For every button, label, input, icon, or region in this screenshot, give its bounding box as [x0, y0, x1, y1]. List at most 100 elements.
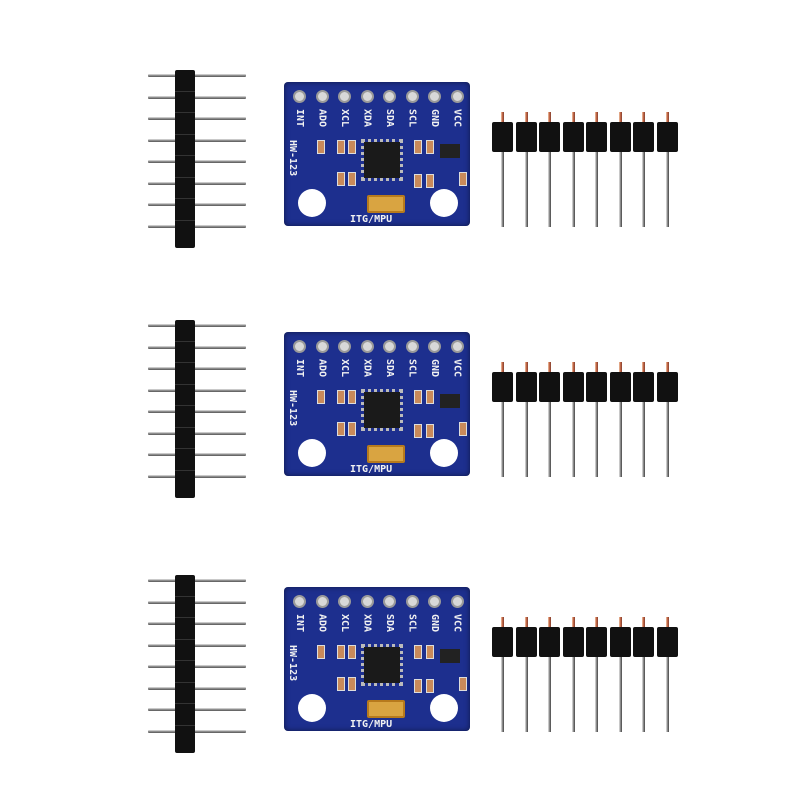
pin-label: ADO: [316, 359, 328, 378]
header-pin: [148, 224, 246, 228]
smd-component: [348, 645, 356, 659]
pin-tip: [501, 112, 504, 124]
mounting-hole: [430, 439, 458, 467]
smd-component: [348, 422, 356, 436]
smd-component: [414, 174, 422, 188]
right-angle-pin-header: [492, 617, 682, 732]
pin-tip: [642, 617, 645, 629]
housing-segment: [175, 155, 195, 156]
pin-label: VCC: [451, 109, 463, 128]
model-label: HW-123: [287, 390, 298, 427]
tantalum-capacitor: [367, 700, 405, 718]
pin-tip: [548, 112, 551, 124]
header-pin: [148, 665, 246, 668]
voltage-regulator: [440, 649, 460, 663]
header-pin: [148, 622, 246, 625]
pin-label: SCL: [406, 359, 418, 378]
housing-segment: [175, 617, 195, 618]
smd-component: [337, 390, 345, 404]
pin-label: VCC: [451, 614, 463, 633]
header-housing: [175, 575, 195, 753]
housing-segment: [175, 724, 195, 726]
header-pin: [618, 382, 622, 477]
pin-tip: [548, 617, 551, 629]
solder-pad: [450, 340, 464, 353]
solder-pad: [383, 90, 396, 103]
pin-label: SDA: [384, 614, 395, 633]
header-housing: [492, 627, 513, 657]
solder-pad: [383, 595, 396, 608]
header-pin: [148, 345, 246, 349]
solder-pad: [360, 90, 374, 103]
imu-chip: [361, 389, 403, 431]
header-pin: [618, 637, 622, 732]
header-housing: [562, 372, 584, 402]
header-housing: [515, 122, 537, 152]
pin-label: INT: [294, 359, 305, 378]
solder-pad: [315, 340, 329, 353]
solder-pad: [338, 90, 351, 103]
header-housing: [586, 627, 607, 657]
header-housing: [633, 627, 654, 657]
header-housing: [633, 122, 654, 152]
housing-segment: [175, 595, 195, 597]
smd-component: [426, 424, 434, 438]
header-pin: [501, 637, 504, 732]
tantalum-capacitor: [367, 445, 405, 463]
solder-pad: [293, 90, 306, 103]
housing-segment: [175, 340, 195, 342]
header-pin: [642, 382, 645, 477]
straight-pin-header: [148, 575, 248, 755]
pin-label: XDA: [361, 614, 373, 633]
housing-segment: [175, 362, 195, 363]
header-pin: [548, 637, 551, 732]
smd-component: [317, 390, 325, 404]
pin-tip: [618, 112, 622, 124]
header-pin: [148, 117, 246, 120]
header-pin: [148, 600, 246, 604]
voltage-regulator: [440, 394, 460, 408]
pin-tip: [618, 617, 622, 629]
housing-segment: [175, 448, 195, 449]
pin-tip: [501, 362, 504, 374]
smd-component: [337, 422, 345, 436]
smd-component: [337, 677, 345, 691]
pin-tip: [571, 617, 575, 629]
pin-label: SCL: [406, 109, 418, 128]
header-housing: [175, 70, 195, 248]
board-marking: ITG/MPU: [350, 719, 393, 730]
header-housing: [492, 372, 513, 402]
header-pin: [595, 637, 598, 732]
mounting-hole: [298, 189, 326, 217]
solder-pad: [338, 595, 351, 608]
housing-segment: [175, 703, 195, 704]
header-pin: [148, 410, 246, 413]
pin-tip: [642, 362, 645, 374]
pin-label: VCC: [451, 359, 463, 378]
pin-tip: [618, 362, 622, 374]
header-pin: [148, 431, 246, 435]
solder-pad: [405, 340, 419, 353]
pin-tip: [524, 112, 528, 124]
header-pin: [148, 388, 246, 392]
solder-pad: [405, 595, 419, 608]
smd-component: [337, 645, 345, 659]
smd-component: [337, 140, 345, 154]
tantalum-capacitor: [367, 195, 405, 213]
header-pin: [148, 729, 246, 733]
smd-component: [426, 174, 434, 188]
smd-component: [459, 677, 467, 691]
housing-segment: [175, 660, 195, 661]
header-housing: [656, 627, 678, 657]
pin-tip: [595, 362, 598, 374]
pin-label: XCL: [339, 359, 350, 378]
straight-pin-header: [148, 320, 248, 500]
pin-tip: [665, 617, 669, 629]
header-pin: [524, 132, 528, 227]
header-housing: [515, 627, 537, 657]
imu-chip: [361, 644, 403, 686]
